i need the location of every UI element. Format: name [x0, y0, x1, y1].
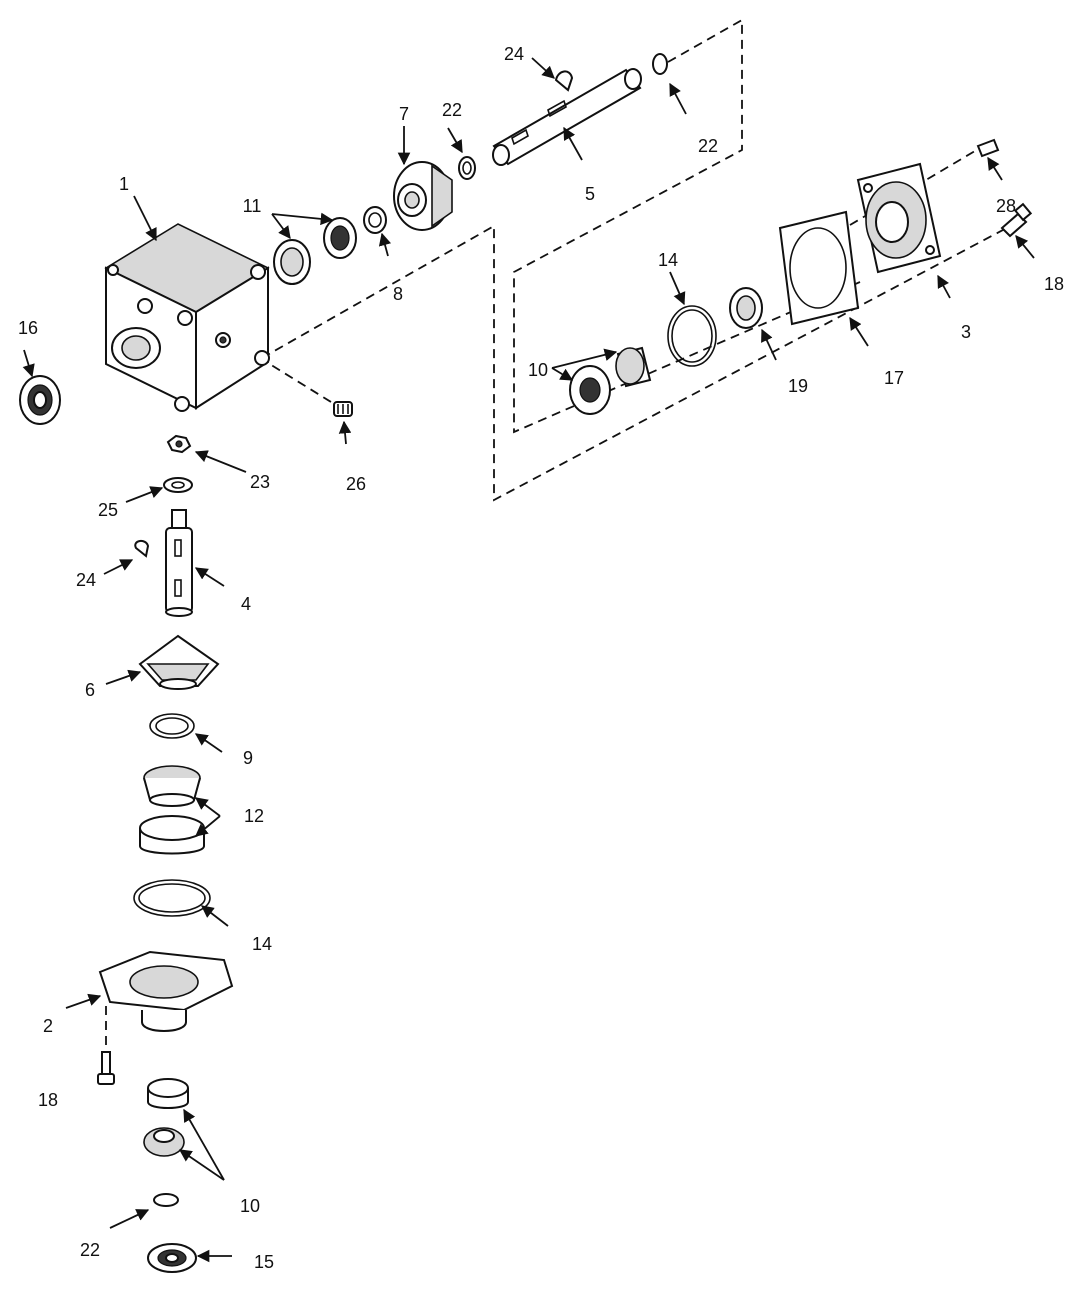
callout-9: 9 — [243, 748, 253, 768]
callout-labels: 1 16 11 8 7 22 24 5 22 23 26 25 24 4 6 9… — [18, 44, 1064, 1272]
bearing-cap-2 — [98, 950, 234, 1032]
callout-26: 26 — [346, 474, 366, 494]
snap-ring-22-lower — [153, 1193, 179, 1207]
gasket-17 — [778, 210, 860, 326]
fitting-28 — [976, 138, 1000, 158]
callout-10-lower: 10 — [240, 1196, 260, 1216]
washer-25 — [163, 477, 193, 493]
bearing-12 — [139, 765, 205, 855]
bearing-10-lower — [143, 1078, 189, 1157]
callout-19: 19 — [788, 376, 808, 396]
bearing-11 — [273, 217, 357, 285]
gearbox-housing — [104, 223, 270, 412]
seal-15 — [147, 1243, 197, 1273]
end-cover-3 — [856, 162, 942, 274]
shaft-5 — [492, 68, 642, 166]
callout-18-right: 18 — [1044, 274, 1064, 294]
callout-2: 2 — [43, 1016, 53, 1036]
callout-22-upper: 22 — [442, 100, 462, 120]
snap-ring-22-right — [652, 53, 668, 75]
callout-14-right: 14 — [658, 250, 678, 270]
seal-19 — [729, 287, 763, 329]
pinion-shaft-4 — [165, 509, 193, 617]
callout-22-lower: 22 — [80, 1240, 100, 1260]
bolt-18-right — [1000, 202, 1033, 238]
callout-23: 23 — [250, 472, 270, 492]
callout-10-right: 10 — [528, 360, 548, 380]
leader-arrows — [22, 57, 1035, 1263]
callout-3: 3 — [961, 322, 971, 342]
seal-16 — [19, 375, 61, 425]
callout-7: 7 — [399, 104, 409, 124]
callout-1: 1 — [119, 174, 129, 194]
callout-16: 16 — [18, 318, 38, 338]
callout-17: 17 — [884, 368, 904, 388]
callout-22-right: 22 — [698, 136, 718, 156]
callout-12: 12 — [244, 806, 264, 826]
o-ring-14-right — [667, 305, 717, 367]
nut-23 — [166, 434, 192, 454]
o-ring-14-lower — [133, 879, 211, 917]
callout-5: 5 — [585, 184, 595, 204]
callout-4: 4 — [241, 594, 251, 614]
callout-15: 15 — [254, 1252, 274, 1272]
callout-14-lower: 14 — [252, 934, 272, 954]
callout-6: 6 — [85, 680, 95, 700]
shim-9 — [149, 713, 195, 739]
washer-8 — [363, 206, 387, 234]
bolt-18-lower — [97, 1051, 115, 1085]
callout-11: 11 — [243, 196, 262, 216]
callout-24-upper: 24 — [504, 44, 524, 64]
callout-8: 8 — [393, 284, 403, 304]
snap-ring-22-upper — [458, 156, 476, 180]
bearing-10-right — [569, 346, 652, 415]
key-24-lower — [134, 540, 150, 558]
pinion-gear-6 — [138, 634, 220, 690]
callout-24-lower: 24 — [76, 570, 96, 590]
key-24-upper — [554, 70, 574, 92]
callout-28: 28 — [996, 196, 1016, 216]
bevel-gear-7 — [393, 161, 453, 231]
callout-18-lower: 18 — [38, 1090, 58, 1110]
plug-26 — [333, 401, 353, 417]
callout-25: 25 — [98, 500, 118, 520]
